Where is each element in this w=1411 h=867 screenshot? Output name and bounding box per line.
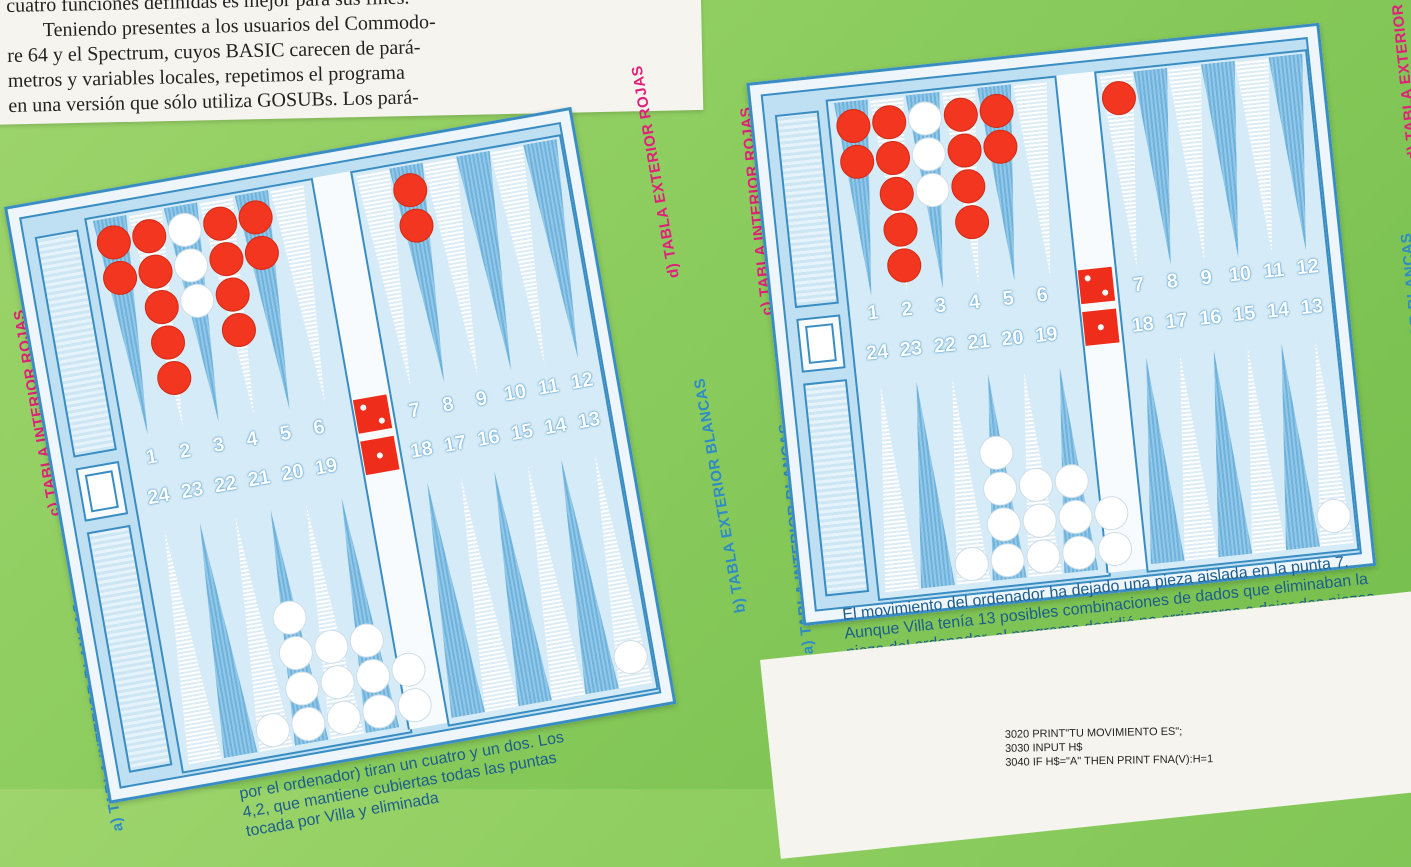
point-number: 3	[923, 293, 959, 319]
point-number: 12	[1290, 255, 1326, 281]
board-left-slot-mid	[75, 461, 128, 522]
die	[360, 436, 399, 475]
point-number: 2	[889, 297, 925, 323]
point-number: 9	[1188, 265, 1224, 291]
point-number: 1	[855, 300, 891, 326]
point-number: 8	[1154, 269, 1190, 295]
board-right: 1 2 3 4 5 6 24 23 22 21 20 19 7 8 9 10 1…	[746, 23, 1376, 626]
point-number: 23	[893, 336, 929, 362]
point-number: 24	[859, 340, 895, 366]
point-number: 20	[994, 326, 1030, 352]
board-left-group: c) TABLA INTERIOR ROJAS d) TABLA EXTERIO…	[0, 99, 726, 840]
article-text: cuatro funciones definidas es mejor para…	[6, 0, 698, 119]
point-number: 19	[1028, 322, 1064, 348]
point-number: 15	[1226, 301, 1262, 327]
point-number: 13	[1294, 294, 1330, 320]
die	[353, 394, 392, 433]
board-right-label-b: TERIOR BLANCAS	[1398, 232, 1411, 374]
point-number: 21	[961, 329, 997, 355]
point-number: 7	[1121, 272, 1157, 298]
point-number: 4	[956, 290, 992, 316]
point-number: 16	[1192, 305, 1228, 331]
point-number: 6	[1024, 282, 1060, 308]
board-left-label-b: b) TABLA EXTERIOR BLANCAS	[691, 377, 749, 615]
point-number: 11	[1256, 258, 1292, 284]
board-left: 1 2 3 4 5 6 24 23 22 21 20 19 7 8 9 10 1…	[4, 107, 676, 804]
point-number: 17	[1159, 309, 1195, 335]
board-left-surface: 1 2 3 4 5 6 24 23 22 21 20 19 7 8 9 10 1…	[19, 122, 661, 789]
board-right-label-d: d) TABLA EXTERIOR ROJAS	[1383, 0, 1411, 161]
die	[1082, 309, 1119, 346]
board-right-surface: 1 2 3 4 5 6 24 23 22 21 20 19 7 8 9 10 1…	[761, 37, 1362, 612]
board-right-group: c) TABLA INTERIOR ROJAS d) TABLA EXTERIO…	[723, 0, 1411, 692]
die	[1078, 267, 1115, 304]
point-number: 14	[1260, 298, 1296, 324]
point-number: 10	[1222, 262, 1258, 288]
point-number: 5	[990, 286, 1026, 312]
code-listing: 3020 PRINT"TU MOVIMIENTO ES"; 3030 INPUT…	[1005, 724, 1214, 770]
point-number: 18	[1125, 312, 1161, 338]
point-number: 22	[927, 333, 963, 359]
board-right-slot-mid	[796, 314, 845, 372]
